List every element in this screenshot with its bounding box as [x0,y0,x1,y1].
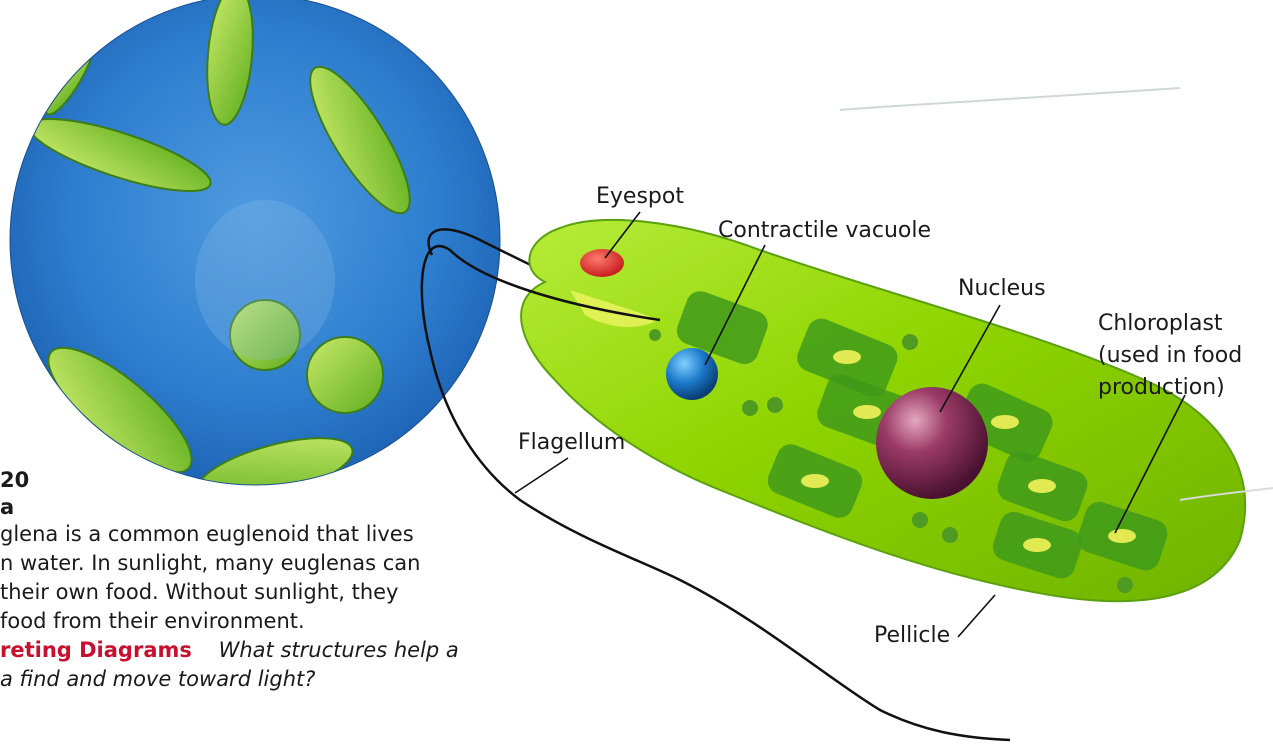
caption-line-3: their own food. Without sunlight, they [0,578,520,607]
euglena-cell [521,220,1245,601]
figure-number: 20 [0,466,520,494]
caption-question-line-1: reting Diagrams What structures help a [0,636,520,665]
label-contractile-vacuole: Contractile vacuole [718,218,931,244]
page-scratch [840,88,1180,110]
label-eyespot: Eyespot [596,184,684,210]
figure-title: a [0,494,520,520]
caption-line-1: glena is a common euglenoid that lives [0,520,520,549]
nucleus-organelle [876,387,988,499]
figure-caption: 20 a glena is a common euglenoid that li… [0,466,520,694]
caption-question-text: What structures help a [219,638,459,662]
caption-question-line-2: a find and move toward light? [0,665,520,694]
micrograph-cyst [307,337,383,413]
leader-flagellum [515,458,568,493]
label-nucleus: Nucleus [958,276,1046,302]
caption-line-4: food from their environment. [0,607,520,636]
caption-line-2: n water. In sunlight, many euglenas can [0,549,520,578]
eyespot-organelle [580,249,624,277]
label-pellicle: Pellicle [874,623,950,649]
label-chloroplast: Chloroplast (used in food production) [1098,308,1273,404]
leader-pellicle [958,595,995,637]
label-flagellum: Flagellum [518,430,625,456]
caption-skill-label: reting Diagrams [0,638,192,662]
